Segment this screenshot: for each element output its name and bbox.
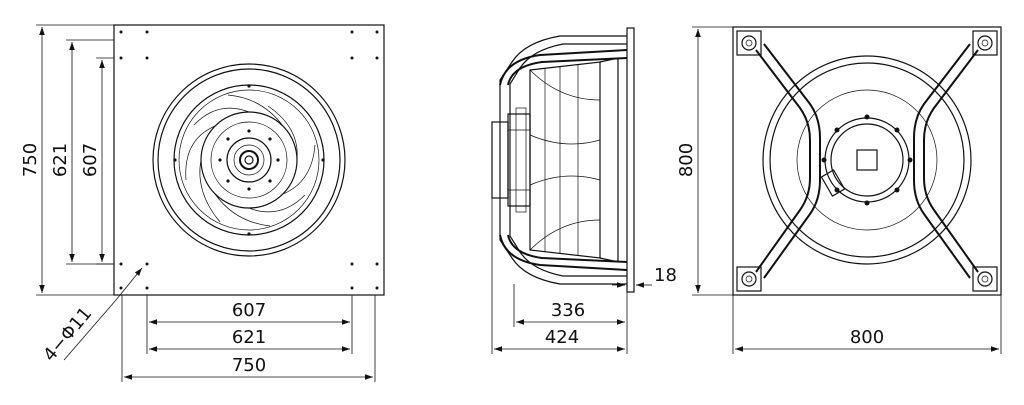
- rear-view: 800 800: [676, 26, 1002, 354]
- dim-flange-18: 18: [654, 265, 677, 286]
- hub-bolts: [173, 84, 325, 236]
- dim-rear-height-800: 800: [676, 143, 697, 177]
- rear-support-arms: [755, 43, 979, 279]
- dim-height-750: 750: [20, 143, 41, 177]
- front-mounting-holes: [119, 30, 379, 290]
- side-flange: [626, 27, 635, 293]
- side-housing-outline: [499, 35, 627, 285]
- side-dimensions: [491, 198, 652, 354]
- front-frame: [113, 24, 385, 296]
- dim-holes: 4−Φ11: [39, 303, 96, 365]
- rear-motor: [820, 114, 913, 206]
- dim-height-607: 607: [80, 143, 101, 177]
- impeller-blades: [185, 94, 316, 227]
- front-view: 750 621 607 607 621 750 4−Φ11: [20, 24, 385, 382]
- dim-rear-width-800: 800: [850, 327, 884, 348]
- side-impeller: [529, 57, 619, 263]
- dim-width-750: 750: [232, 355, 266, 376]
- rear-dimensions: [692, 26, 1002, 354]
- rear-corner-mounts: [736, 30, 998, 292]
- front-horizontal-dimensions: [121, 295, 376, 382]
- side-support-bars: [499, 49, 628, 271]
- hole-leader-line: [115, 267, 143, 301]
- dim-width-621: 621: [232, 327, 266, 348]
- hole-leader-tail: [63, 299, 117, 361]
- rear-frame: [732, 26, 1002, 296]
- impeller-front: [152, 63, 346, 257]
- rear-shroud-outer: [762, 55, 972, 265]
- side-motor: [491, 107, 531, 213]
- dim-width-607: 607: [232, 300, 266, 321]
- side-view: 336 424 18: [491, 27, 677, 354]
- dim-depth-424: 424: [545, 327, 579, 348]
- dim-depth-336: 336: [551, 300, 585, 321]
- dim-height-621: 621: [50, 143, 71, 177]
- front-vertical-dimensions: [36, 24, 114, 296]
